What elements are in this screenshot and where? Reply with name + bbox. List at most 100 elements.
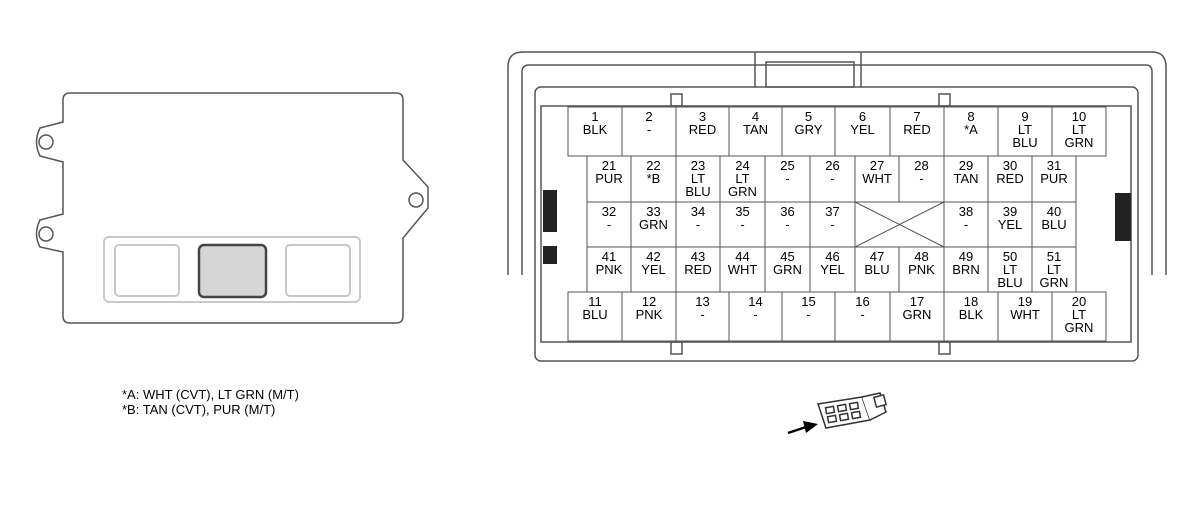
terminal-number: 44 xyxy=(735,249,749,264)
terminal-cavity xyxy=(675,291,730,342)
wire-color-label: RED xyxy=(689,122,716,137)
wire-color-label: - xyxy=(785,171,789,186)
terminal-number: 35 xyxy=(735,204,749,219)
terminal-cavity xyxy=(997,106,1053,157)
terminal-number: 19 xyxy=(1018,294,1032,309)
terminal-cavity xyxy=(943,246,989,293)
wire-color-label: BRN xyxy=(952,262,979,277)
terminal-number: 23 xyxy=(691,158,705,173)
terminal-number: 8 xyxy=(967,109,974,124)
wire-color-label: YEL xyxy=(850,122,875,137)
mounting-hole xyxy=(38,134,54,150)
wire-color-label: PUR xyxy=(595,171,622,186)
terminal-16: 16- xyxy=(834,291,891,342)
terminal-number: 47 xyxy=(870,249,884,264)
wire-color-label: GRY xyxy=(795,122,823,137)
terminal-number: 33 xyxy=(646,204,660,219)
wire-color-label: TAN xyxy=(743,122,768,137)
terminal-number: 32 xyxy=(602,204,616,219)
ecu-connector-group xyxy=(103,236,361,303)
ecu-connector-slot xyxy=(285,244,351,297)
connector-view-icon xyxy=(817,392,888,429)
terminal-number: 11 xyxy=(588,294,602,309)
wire-color-label: - xyxy=(830,217,834,232)
terminal-cavity xyxy=(719,155,766,203)
ecu-connector-slot xyxy=(114,244,180,297)
terminal-cavity xyxy=(809,201,856,248)
terminal-number: 24 xyxy=(735,158,749,173)
terminal-cavity xyxy=(630,201,677,248)
wire-color-label: PNK xyxy=(908,262,935,277)
wire-color-label: BLU xyxy=(1012,135,1037,150)
terminal-cavity xyxy=(764,246,811,293)
terminal-number: 15 xyxy=(801,294,815,309)
terminal-22: 22*B xyxy=(630,155,677,203)
terminal-cavity xyxy=(943,291,999,342)
terminal-number: 34 xyxy=(691,204,705,219)
wire-color-label: YEL xyxy=(820,262,845,277)
terminal-number: 30 xyxy=(1003,158,1017,173)
wire-color-label: PNK xyxy=(596,262,623,277)
terminal-number: 46 xyxy=(825,249,839,264)
mounting-hole xyxy=(38,226,54,242)
terminal-number: 26 xyxy=(825,158,839,173)
wire-color-label: - xyxy=(785,217,789,232)
wire-color-label: *B xyxy=(647,171,661,186)
terminal-38: 38- xyxy=(943,201,989,248)
terminal-32: 32- xyxy=(586,201,632,248)
alignment-notch xyxy=(670,341,683,355)
terminal-number: 12 xyxy=(642,294,656,309)
terminal-cavity xyxy=(630,155,677,203)
terminal-cavity xyxy=(943,106,999,157)
terminal-number: 21 xyxy=(602,158,616,173)
terminal-number: 29 xyxy=(959,158,973,173)
mounting-hole xyxy=(408,192,424,208)
wire-color-label: - xyxy=(919,171,923,186)
wire-color-label: LT xyxy=(1072,122,1086,137)
terminal-number: 39 xyxy=(1003,204,1017,219)
terminal-number: 28 xyxy=(914,158,928,173)
terminal-number: 36 xyxy=(780,204,794,219)
wire-color-label: GRN xyxy=(639,217,668,232)
terminal-cavity xyxy=(834,291,891,342)
terminal-cavity xyxy=(586,155,632,203)
terminal-number: 6 xyxy=(859,109,866,124)
terminal-number: 1 xyxy=(591,109,598,124)
terminal-cavity xyxy=(675,106,730,157)
terminal-number: 38 xyxy=(959,204,973,219)
terminal-cavity xyxy=(854,246,900,293)
wire-color-label: GRN xyxy=(1065,135,1094,150)
terminal-34: 34- xyxy=(675,201,721,248)
terminal-28: 28- xyxy=(898,155,945,203)
terminal-number: 7 xyxy=(913,109,920,124)
terminal-number: 40 xyxy=(1047,204,1061,219)
terminal-cavity xyxy=(621,291,677,342)
terminal-number: 27 xyxy=(870,158,884,173)
terminal-36: 36- xyxy=(764,201,811,248)
terminal-cavity xyxy=(675,155,721,203)
wire-color-label: - xyxy=(860,307,864,322)
terminal-number: 18 xyxy=(964,294,978,309)
wire-color-label: PUR xyxy=(1040,171,1067,186)
left-latch-small xyxy=(543,246,557,264)
terminal-cavity xyxy=(809,155,856,203)
terminal-cavity xyxy=(898,155,945,203)
